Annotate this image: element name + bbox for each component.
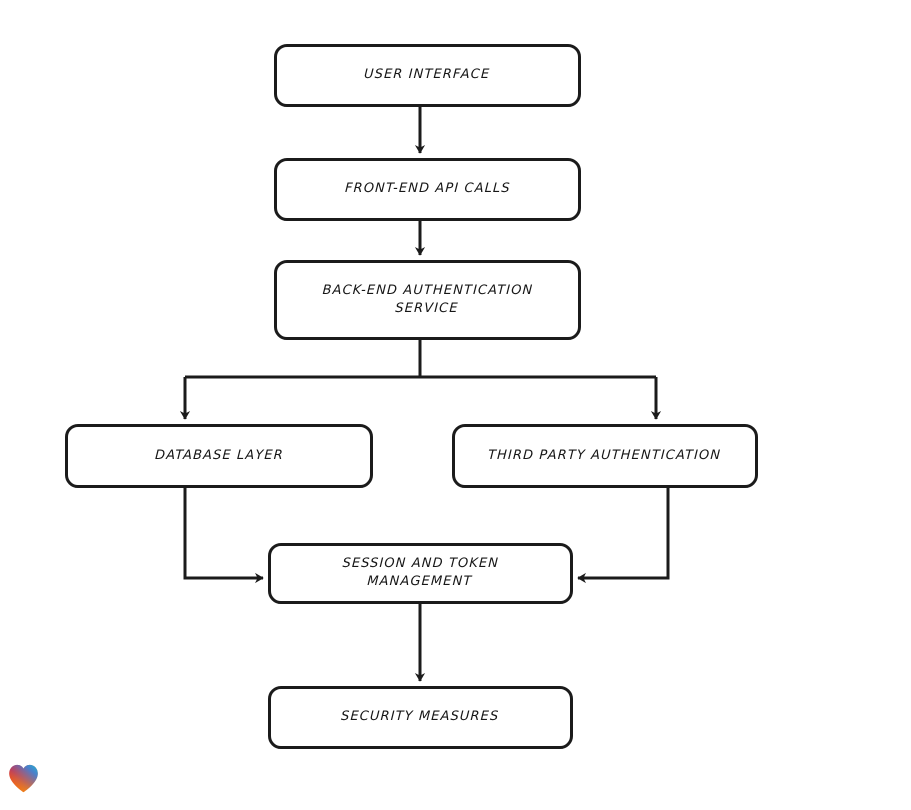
node-user-interface[interactable]: User Interface bbox=[274, 44, 581, 107]
node-label: Third Party Authentication bbox=[488, 447, 722, 463]
node-label: Back-End Authentication Service bbox=[322, 282, 534, 316]
node-label: Security Measures bbox=[341, 709, 501, 725]
node-label: Database Layer bbox=[154, 447, 284, 463]
heart-icon bbox=[9, 764, 38, 793]
node-database-layer[interactable]: Database Layer bbox=[65, 424, 373, 488]
node-security-measures[interactable]: Security Measures bbox=[268, 686, 573, 749]
node-label: Front-End API Calls bbox=[344, 181, 511, 197]
node-third-party-authentication[interactable]: Third Party Authentication bbox=[452, 424, 758, 488]
edge-thirdparty-to-session bbox=[577, 488, 670, 584]
node-session-and-token-management[interactable]: Session and Token Management bbox=[268, 543, 573, 604]
node-backend-authentication-service[interactable]: Back-End Authentication Service bbox=[274, 260, 581, 340]
node-label: User Interface bbox=[364, 67, 492, 83]
node-frontend-api-calls[interactable]: Front-End API Calls bbox=[274, 158, 581, 221]
edge-database-to-session bbox=[183, 488, 264, 584]
node-label: Session and Token Management bbox=[342, 556, 500, 590]
